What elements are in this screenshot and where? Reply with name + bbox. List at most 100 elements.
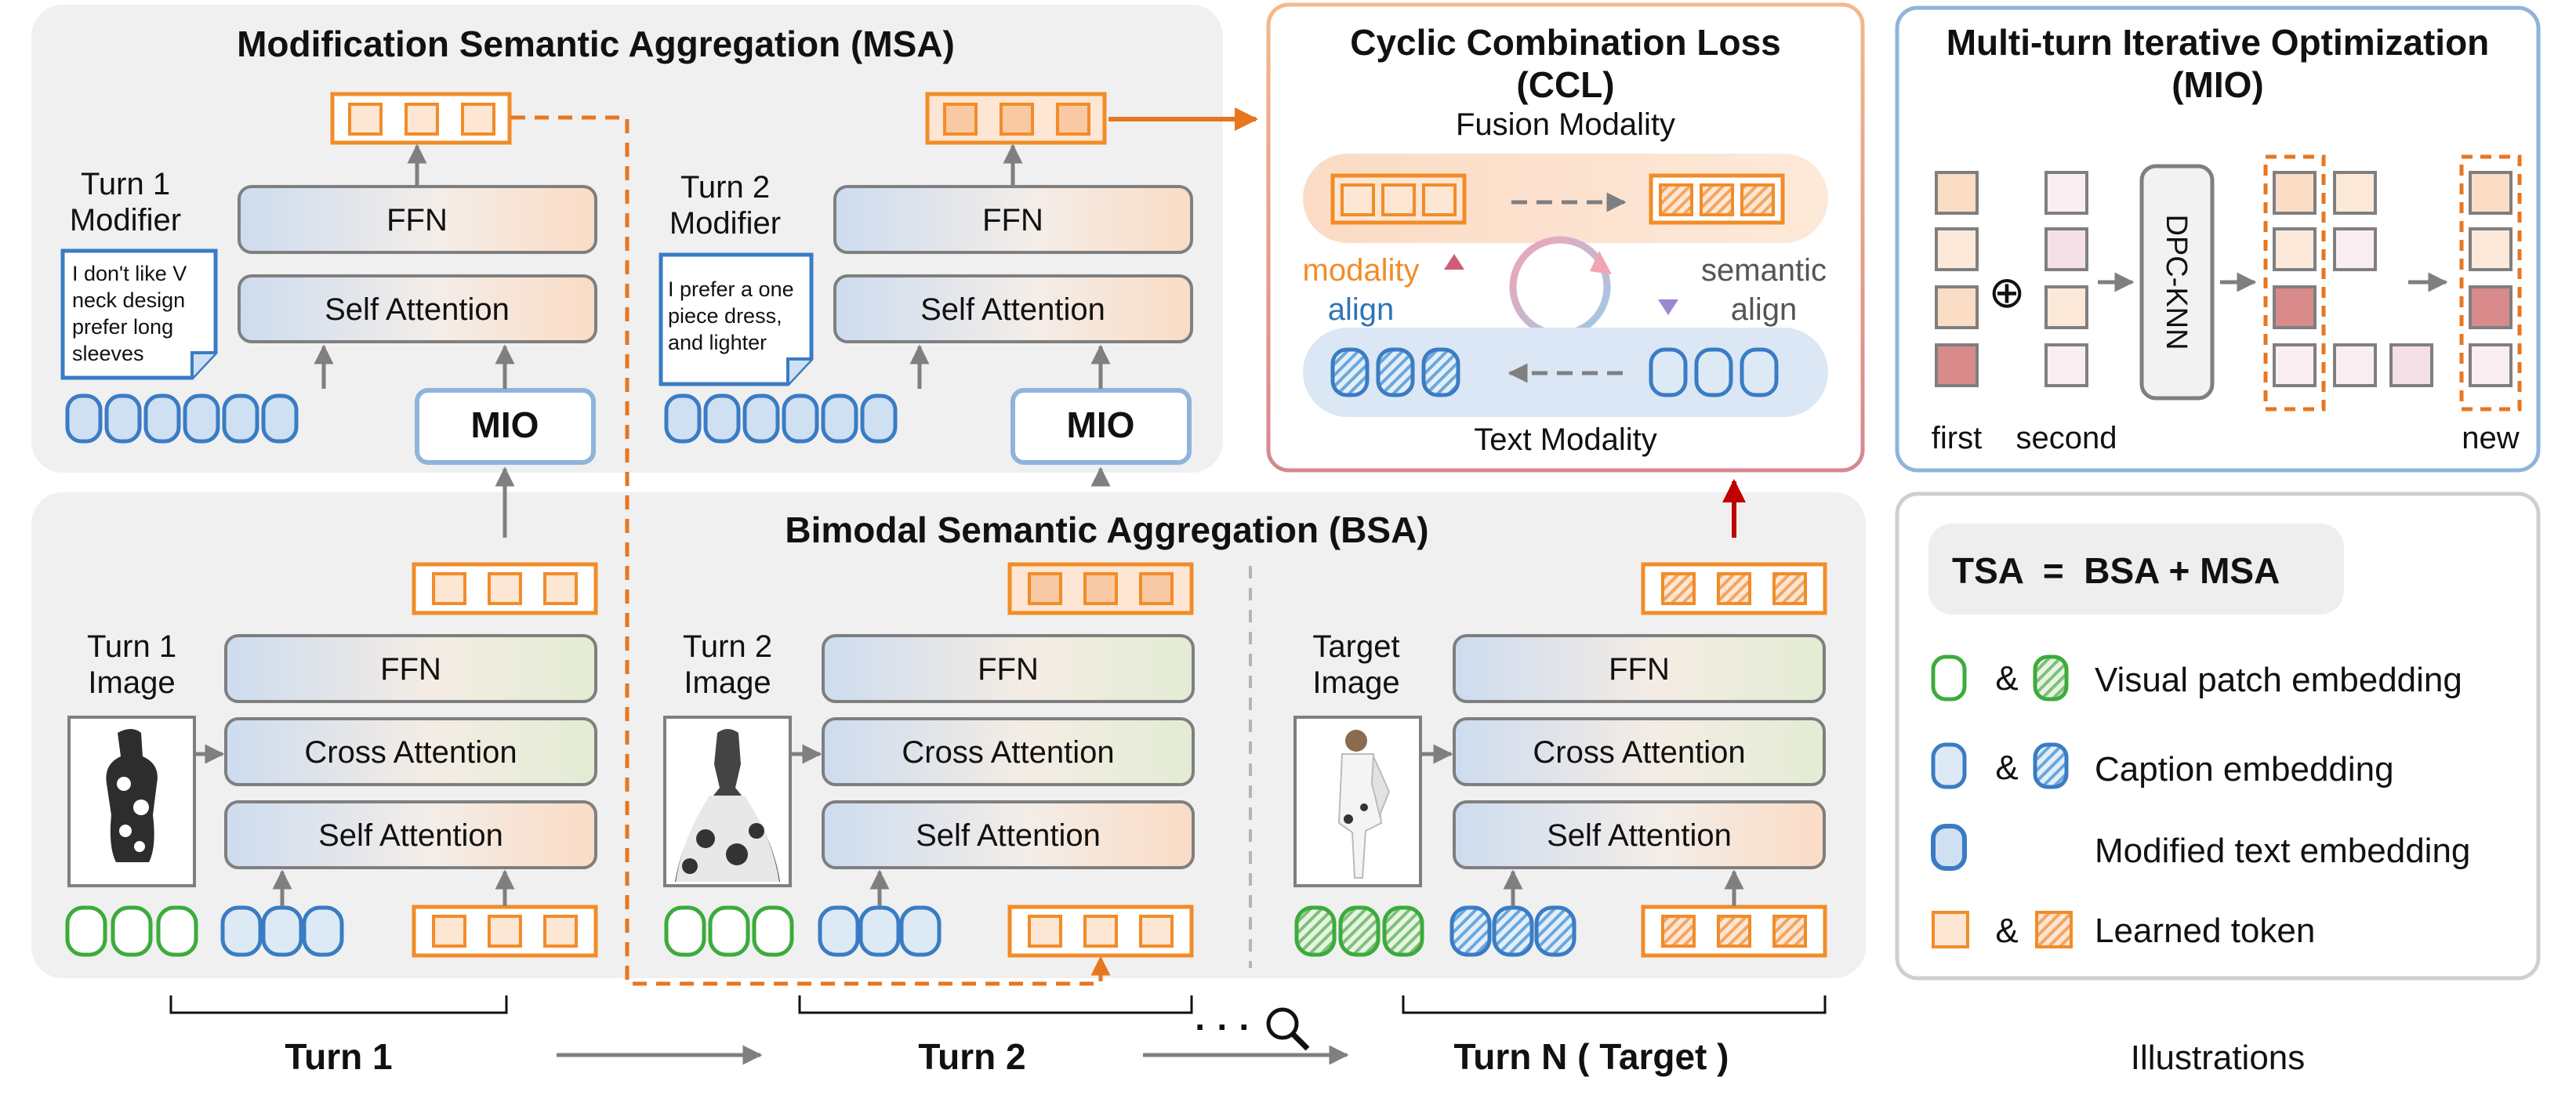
bsa2-ffn-label: FFN bbox=[978, 652, 1039, 687]
svg-text:Visual patch embedding: Visual patch embedding bbox=[2095, 661, 2462, 699]
turn1-image-label: Turn 1 Image bbox=[87, 629, 176, 700]
semantic-align-word2: align bbox=[1731, 292, 1798, 327]
turn-connector-dashed bbox=[511, 115, 1111, 986]
fusion-modality-label: Fusion Modality bbox=[1456, 107, 1675, 142]
modifier1-note: I don't like V neck design prefer long s… bbox=[60, 248, 218, 380]
bsa2-self-attention-label: Self Attention bbox=[916, 818, 1101, 853]
turnN-label: Turn N ( Target ) bbox=[1454, 1036, 1729, 1077]
msa1-ffn-box bbox=[238, 185, 597, 254]
svg-text:Learned token: Learned token bbox=[2095, 912, 2315, 950]
svg-text:Image: Image bbox=[88, 665, 175, 700]
legend-modified-text: Modified text embedding bbox=[1931, 824, 2470, 871]
modality-align-word1: modality bbox=[1303, 253, 1420, 288]
turn2-brace bbox=[798, 995, 1193, 1014]
bsa2-ffn-box bbox=[822, 634, 1195, 703]
turn2-visual-patch-embeddings bbox=[664, 905, 794, 957]
modifier2-note: I prefer a one piece dress, and lighter bbox=[659, 252, 814, 386]
msa2-self-attention-label: Self Attention bbox=[920, 292, 1105, 327]
bsa1-ffn-label: FFN bbox=[380, 652, 441, 687]
svg-text:Modifier: Modifier bbox=[70, 203, 181, 237]
bsa3-self-attention-label: Self Attention bbox=[1547, 818, 1732, 853]
msa2-ffn-label: FFN bbox=[982, 203, 1043, 237]
svg-text:Modifier: Modifier bbox=[669, 206, 781, 241]
turn2-modifier-label: Turn 2 Modifier bbox=[669, 170, 781, 241]
bsa2-cross-attention-box bbox=[822, 717, 1195, 786]
fusion-tokens-plain bbox=[1330, 173, 1467, 225]
bsa1-arrows bbox=[196, 466, 515, 906]
msa2-ffn-box bbox=[833, 185, 1193, 254]
ellipsis: · · · bbox=[1195, 1006, 1251, 1047]
turn1-modified-text-embeddings bbox=[65, 393, 299, 444]
bsa2-arrows bbox=[792, 466, 1111, 906]
bsa1-cross-attention-label: Cross Attention bbox=[304, 735, 517, 770]
turn2-caption-embeddings bbox=[818, 905, 942, 957]
magnifier-icon bbox=[1266, 1007, 1310, 1051]
bsa2-learned-tokens-in bbox=[1007, 905, 1194, 958]
bsa3-ffn-box bbox=[1453, 634, 1826, 703]
bsa2-cross-attention-label: Cross Attention bbox=[902, 735, 1114, 770]
msa2-self-attention-box bbox=[833, 274, 1193, 343]
turn1-caption-embeddings bbox=[220, 905, 344, 957]
msa2-arrows bbox=[909, 143, 1111, 389]
target-visual-patch-embeddings bbox=[1294, 905, 1424, 957]
turn1-brace bbox=[169, 995, 508, 1014]
svg-text:Turn 2: Turn 2 bbox=[680, 170, 770, 205]
svg-text:Image: Image bbox=[684, 665, 771, 700]
ccl-title-abbrev: (CCL) bbox=[1516, 64, 1614, 105]
mio-oplus-icon: ⊕ bbox=[1989, 267, 2026, 317]
tsa-equation: TSA = BSA + MSA bbox=[1952, 550, 2280, 591]
turn2-image bbox=[663, 716, 792, 887]
bsa2-self-attention-box bbox=[822, 800, 1195, 869]
bsa1-output-tokens bbox=[412, 562, 598, 615]
msa2-mio-label: MIO bbox=[1067, 404, 1135, 445]
dpc-knn-box bbox=[2139, 164, 2215, 401]
bsa3-cross-attention-box bbox=[1453, 717, 1826, 786]
bsa3-learned-tokens-in bbox=[1641, 905, 1827, 958]
msa1-ffn-label: FFN bbox=[386, 203, 448, 237]
bsa3-output-tokens bbox=[1641, 562, 1827, 615]
ccl-title: Cyclic Combination Loss bbox=[1350, 22, 1781, 63]
svg-text:Image: Image bbox=[1312, 665, 1399, 700]
turn2-image-label: Turn 2 Image bbox=[683, 629, 772, 700]
target-caption-embeddings bbox=[1449, 905, 1576, 957]
bsa1-learned-tokens-in bbox=[412, 905, 598, 958]
msa-title: Modification Semantic Aggregation (MSA) bbox=[237, 24, 955, 64]
mio-new-tokens bbox=[2469, 171, 2513, 387]
bsa3-ffn-label: FFN bbox=[1609, 652, 1670, 687]
turn2-label: Turn 2 bbox=[918, 1036, 1025, 1077]
bsa1-ffn-box bbox=[224, 634, 597, 703]
svg-text:Turn 1: Turn 1 bbox=[87, 629, 176, 664]
target-image-label: Target Image bbox=[1312, 629, 1399, 700]
bsa3-cross-attention-label: Cross Attention bbox=[1533, 735, 1745, 770]
svg-text:&: & bbox=[1995, 749, 2018, 787]
bsa3-arrows bbox=[1422, 744, 1744, 906]
mio-clustered-tokens bbox=[2273, 171, 2433, 387]
text-modality-label: Text Modality bbox=[1474, 422, 1656, 457]
msa1-mio-box bbox=[415, 388, 596, 465]
svg-text:Turn 2: Turn 2 bbox=[683, 629, 772, 664]
mio-second-label: second bbox=[2016, 421, 2117, 455]
text-tokens-plain bbox=[1649, 347, 1779, 397]
target-image bbox=[1293, 716, 1422, 887]
turnN-brace bbox=[1402, 995, 1827, 1014]
bsa1-self-attention-label: Self Attention bbox=[318, 818, 503, 853]
msa2-mio-box bbox=[1010, 388, 1192, 465]
svg-text:Modified text embedding: Modified text embedding bbox=[2095, 832, 2470, 870]
msa1-output-tokens bbox=[330, 92, 512, 145]
mio-title: Multi-turn Iterative Optimization bbox=[1947, 22, 2490, 63]
semantic-align-arrowhead bbox=[1658, 299, 1678, 315]
mio-first-label: first bbox=[1932, 421, 1982, 455]
legend-learned-token: & Learned token bbox=[1932, 911, 2315, 950]
legend-visual-patch: & Visual patch embedding bbox=[1931, 654, 2462, 702]
bsa3-self-attention-box bbox=[1453, 800, 1826, 869]
svg-text:I prefer a one piece dre: I prefer a one piece dress, and lighter bbox=[668, 277, 800, 354]
svg-text:I don't like V neck desi: I don't like V neck design prefer long s… bbox=[72, 262, 193, 365]
svg-text:Turn 1: Turn 1 bbox=[81, 167, 170, 201]
mio-title-abbrev: (MIO) bbox=[2171, 64, 2264, 105]
cycle-icon-head bbox=[1590, 251, 1612, 274]
mio-new-label: new bbox=[2462, 421, 2519, 455]
illustrations-label: Illustrations bbox=[2131, 1039, 2306, 1077]
svg-text:Caption embedding: Caption embedding bbox=[2095, 750, 2394, 789]
bsa2-output-tokens bbox=[1007, 562, 1194, 615]
